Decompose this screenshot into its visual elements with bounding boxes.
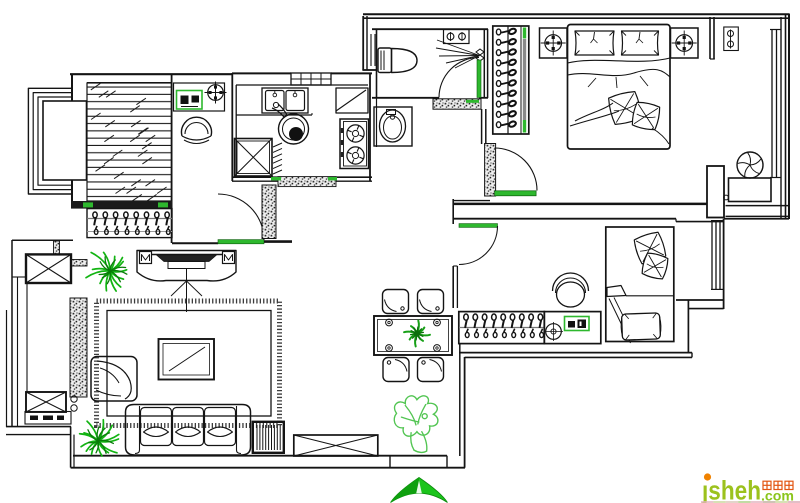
svg-text:.com: .com [761,489,794,503]
